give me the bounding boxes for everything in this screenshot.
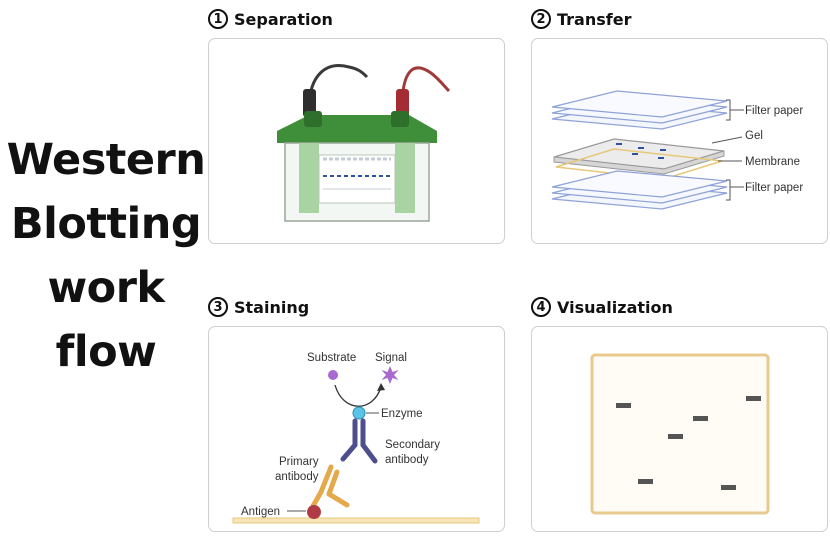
step-1-title: Separation — [234, 9, 333, 29]
film-band — [721, 485, 736, 490]
step-4-number: 4 — [531, 297, 551, 317]
red-cable — [400, 66, 451, 110]
label-filter-paper-top: Filter paper — [745, 105, 803, 117]
filter-paper-top-stack — [551, 90, 728, 130]
step-4-heading: 4 Visualization — [531, 297, 673, 317]
apparatus-lid — [277, 115, 437, 143]
transfer-stack-illustration: Filter paper Gel Membrane Filter paper — [551, 90, 803, 210]
step-1-number: 1 — [208, 9, 228, 29]
label-antigen: Antigen — [241, 506, 280, 518]
workflow-title: Western Blotting work flow — [0, 128, 212, 384]
red-electrode — [396, 89, 409, 117]
label-enzyme: Enzyme — [381, 408, 423, 420]
step-2-number: 2 — [531, 9, 551, 29]
visualization-panel — [531, 326, 828, 532]
signal-burst — [381, 366, 399, 384]
staining-panel: Substrate Signal Enzyme Secondary antibo… — [208, 326, 505, 532]
step-1-heading: 1 Separation — [208, 9, 333, 29]
filter-bottom-bracket — [726, 179, 744, 201]
title-line-3: work — [47, 263, 165, 313]
separation-panel — [208, 38, 505, 244]
film-band — [668, 434, 683, 439]
title-line-2: Blotting — [10, 199, 202, 249]
label-secondary-line1: Secondary — [385, 439, 440, 451]
step-2-title: Transfer — [557, 9, 632, 29]
label-gel: Gel — [745, 130, 763, 142]
label-membrane: Membrane — [745, 156, 800, 168]
black-cable — [307, 64, 369, 110]
electrophoresis-apparatus-illustration — [277, 64, 451, 222]
secondary-antibody — [340, 418, 378, 464]
label-secondary-line2: antibody — [385, 454, 429, 466]
label-primary-line1: Primary — [279, 456, 319, 468]
title-line-1: Western — [6, 135, 206, 185]
gel-cassette — [318, 154, 396, 204]
title-line-4: flow — [55, 327, 157, 377]
step-3-number: 3 — [208, 297, 228, 317]
film-band — [693, 416, 708, 421]
label-substrate: Substrate — [307, 352, 356, 364]
transfer-panel: Filter paper Gel Membrane Filter paper — [531, 38, 828, 244]
label-signal: Signal — [375, 352, 407, 364]
gel-protein-bands — [616, 143, 666, 159]
filter-top-bracket — [726, 99, 744, 121]
step-4-title: Visualization — [557, 297, 673, 317]
gel-pointer — [711, 136, 743, 144]
step-3-title: Staining — [234, 297, 310, 317]
label-primary-line2: antibody — [275, 471, 319, 483]
gel-clamp-right — [395, 143, 415, 213]
step-3-heading: 3 Staining — [208, 297, 309, 317]
step-2-heading: 2 Transfer — [531, 9, 631, 29]
film-band — [616, 403, 631, 408]
membrane-strip — [232, 517, 480, 524]
lid-post-left — [304, 111, 322, 127]
substrate-molecule — [328, 370, 338, 380]
gel-edge — [553, 150, 725, 175]
antigen-circle — [307, 505, 321, 519]
gel-clamp-left — [299, 143, 319, 213]
lid-post-right — [391, 111, 409, 127]
enzyme-circle — [352, 406, 366, 420]
reaction-arrowhead — [377, 383, 385, 391]
label-filter-paper-bottom: Filter paper — [745, 182, 803, 194]
film-visualization-illustration — [590, 353, 770, 515]
black-electrode — [303, 89, 316, 117]
antibody-staining-illustration: Substrate Signal Enzyme Secondary antibo… — [232, 352, 480, 524]
reaction-arrow — [334, 384, 382, 407]
primary-antibody — [310, 464, 350, 509]
film-band — [746, 396, 761, 401]
filter-paper-bottom-stack — [551, 170, 728, 210]
film-band — [638, 479, 653, 484]
